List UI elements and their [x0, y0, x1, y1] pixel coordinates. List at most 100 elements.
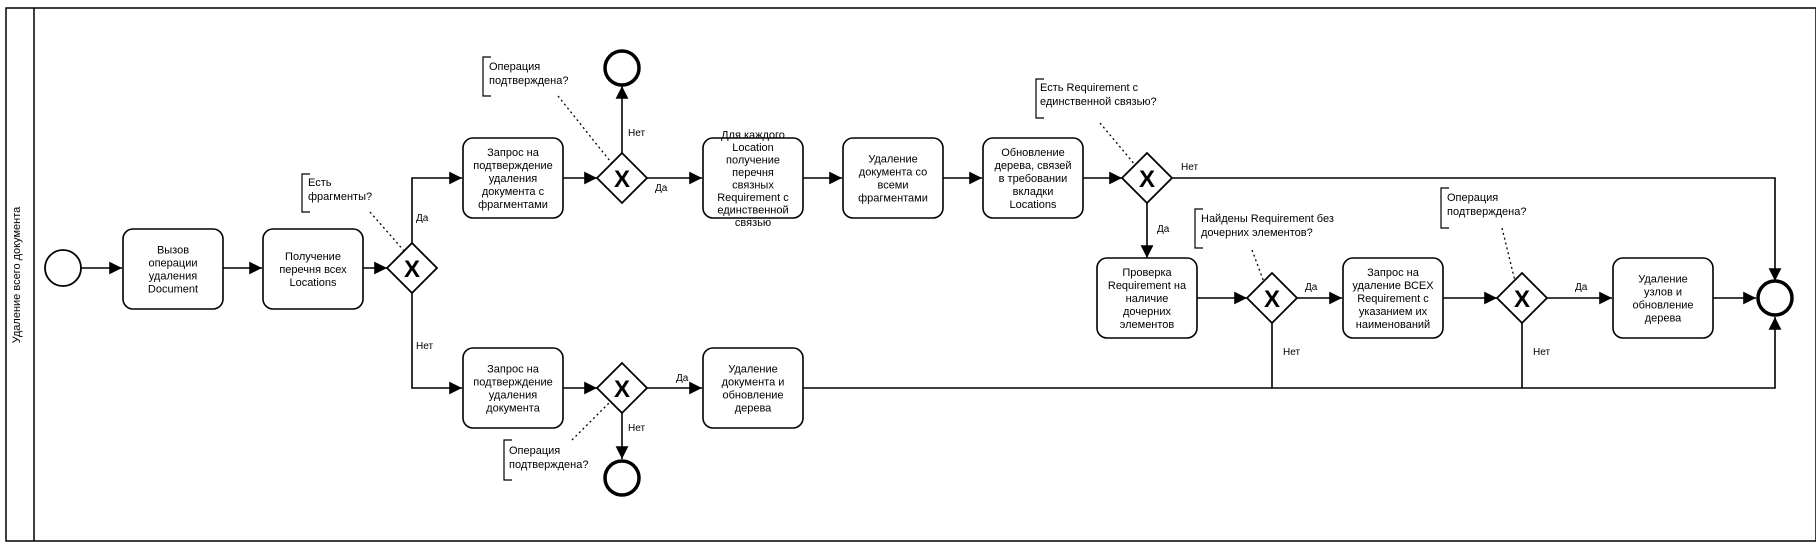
gateway-markers: X X X X X X [404, 166, 1530, 403]
text-line: дерева, связей [994, 160, 1071, 172]
text-line: Операция [489, 61, 540, 73]
label-single-link-yes: Да [1157, 224, 1170, 235]
text-line: перечня всех [279, 264, 347, 276]
text-line: операции [148, 258, 197, 270]
label-right-confirm-no: Нет [1533, 347, 1550, 358]
bracket-no-children [1194, 208, 1203, 249]
text-line: указанием их [1359, 306, 1428, 318]
end-event-bottom [603, 459, 641, 497]
text-line: фрагментами [858, 193, 928, 205]
text-line: дочерних [1123, 306, 1171, 318]
label-right-confirm-yes: Да [1575, 282, 1588, 293]
gateway-no-children [1245, 271, 1299, 325]
bracket-confirmed-right [1440, 187, 1449, 229]
gateway-confirmed-top [595, 151, 649, 205]
gateway-has-fragments [385, 241, 439, 295]
text-line: Requirement с [717, 192, 789, 204]
gateway-confirmed-bottom [595, 361, 649, 415]
gateways [385, 151, 1549, 415]
text-line: Удаление [1638, 274, 1688, 286]
text-line: Requirement на [1108, 280, 1187, 292]
gateway-marker-no-children: X [1264, 286, 1280, 313]
events [44, 49, 1794, 497]
annotation-no-children: Найдены Requirement без дочерних элементо… [1201, 213, 1334, 239]
text-line: узлов и [1644, 287, 1682, 299]
text-line: наименований [1356, 319, 1430, 331]
text-line: Есть [308, 177, 332, 189]
text-line: подтверждена? [1447, 206, 1526, 218]
label-children-no: Нет [1283, 347, 1300, 358]
text-line: Запрос на [487, 364, 540, 376]
text-line: дерева [735, 403, 772, 415]
text-line: Операция [509, 445, 560, 457]
label-fragments-yes: Да [416, 213, 429, 224]
text-line: Есть Requirement с [1040, 82, 1139, 94]
association-confirmed-right [1501, 227, 1517, 286]
gateway-marker-confirmed-bottom: X [614, 376, 630, 403]
text-line: наличие [1126, 293, 1169, 305]
flow-fragments-no [411, 293, 462, 395]
text-line: Удаление [728, 364, 778, 376]
text-line: Locations [289, 277, 337, 289]
text-line: фрагментами [478, 199, 548, 211]
label-top-confirm-no: Нет [628, 128, 645, 139]
gateway-confirmed-right [1495, 271, 1549, 325]
gateway-marker-confirmed-right: X [1514, 286, 1530, 313]
text-line: документа и [722, 377, 785, 389]
text-line: подтверждение [473, 160, 552, 172]
annotation-has-fragments: Есть фрагменты? [308, 177, 372, 203]
text-line: документа со [859, 167, 927, 179]
flow-fragments-yes [411, 171, 462, 243]
pool: Удаление всего документа [5, 7, 1816, 542]
end-event-top [603, 49, 641, 87]
sequence-flows [81, 86, 1782, 459]
text-line: фрагменты? [308, 191, 372, 203]
annotation-brackets [301, 56, 1449, 481]
text-line: Удаление [868, 154, 918, 166]
text-line: удаления [149, 271, 197, 283]
bracket-has-fragments [301, 173, 310, 213]
gateway-marker-confirmed-top: X [614, 166, 630, 193]
flow-children-no [1271, 317, 1782, 389]
text-line: вкладки [1013, 186, 1054, 198]
text-line: всеми [877, 180, 908, 192]
text-line: документа [486, 403, 541, 415]
bracket-confirmed-top [482, 56, 491, 97]
label-bottom-confirm-yes: Да [676, 373, 689, 384]
association-confirmed-bottom [571, 397, 615, 441]
text-line: Запрос на [487, 147, 540, 159]
associations [369, 95, 1517, 441]
text-line: Location [732, 142, 774, 154]
text-line: дочерних элементов? [1201, 227, 1313, 239]
text-line: Для каждого [721, 129, 785, 141]
annotation-confirmed-bottom: Операция подтверждена? [509, 445, 588, 471]
flow-label-texts: Да Нет Нет Да Да Нет Нет Да Да Нет Да Не… [416, 128, 1588, 434]
text-line: Найдены Requirement без [1201, 213, 1334, 225]
text-line: Получение [285, 251, 341, 263]
flow-single-link-no [1172, 177, 1782, 281]
label-top-confirm-yes: Да [655, 183, 668, 194]
association-no-children [1251, 249, 1266, 286]
text-line: Document [148, 284, 198, 296]
text-line: подтверждена? [509, 459, 588, 471]
text-line: дерева [1645, 313, 1682, 325]
text-line: обновление [722, 390, 783, 402]
text-line: Locations [1009, 199, 1057, 211]
text-line: получение [726, 154, 780, 166]
